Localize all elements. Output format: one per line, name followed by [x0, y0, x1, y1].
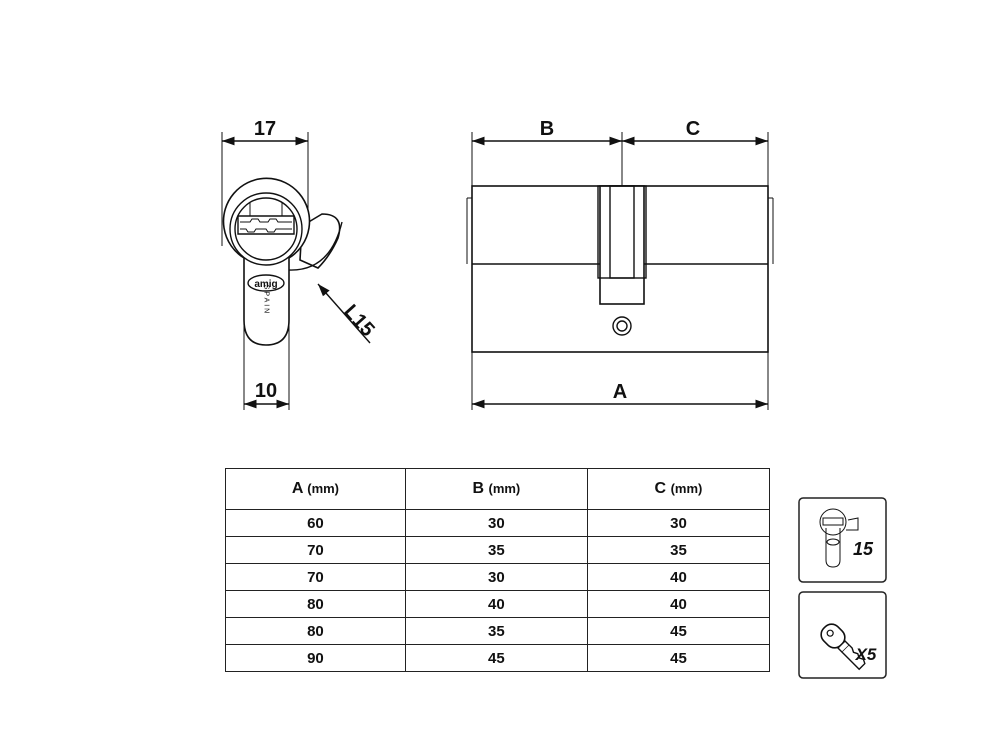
header-c: C (mm) — [586, 468, 771, 510]
keyway — [237, 215, 295, 235]
cam-badge-label: 15 — [853, 539, 874, 559]
dim-a-label: A — [613, 381, 627, 403]
cam-leader-line — [317, 283, 371, 344]
brand-logo — [247, 274, 285, 292]
key-icon — [820, 623, 866, 671]
header-b: B (mm) — [404, 468, 588, 510]
cam-slot — [599, 185, 645, 305]
dim-b-label: B — [540, 118, 554, 140]
keys-badge: X5 — [798, 591, 887, 679]
brand-logo-text: amig — [254, 279, 277, 290]
side-view: B C A — [466, 118, 774, 410]
cam-cylinder-icon — [819, 508, 859, 568]
cylinder-profile — [222, 177, 311, 346]
dim-c-label: C — [686, 118, 700, 140]
cam-badge: 15 — [798, 497, 887, 583]
dim-17-label: 17 — [254, 118, 276, 140]
keys-badge-label: X5 — [855, 645, 877, 664]
cam — [299, 213, 341, 269]
table-header-row: A (mm) B (mm) C (mm) — [225, 468, 771, 510]
header-a: A (mm) — [225, 468, 406, 510]
screw-hole — [612, 316, 632, 336]
origin-text: SPAIN — [263, 285, 270, 316]
dim-10-label: 10 — [255, 380, 277, 402]
cam-length-label: L15 — [339, 301, 378, 341]
front-view: 17 10 amig SPAIN L15 — [221, 118, 379, 410]
